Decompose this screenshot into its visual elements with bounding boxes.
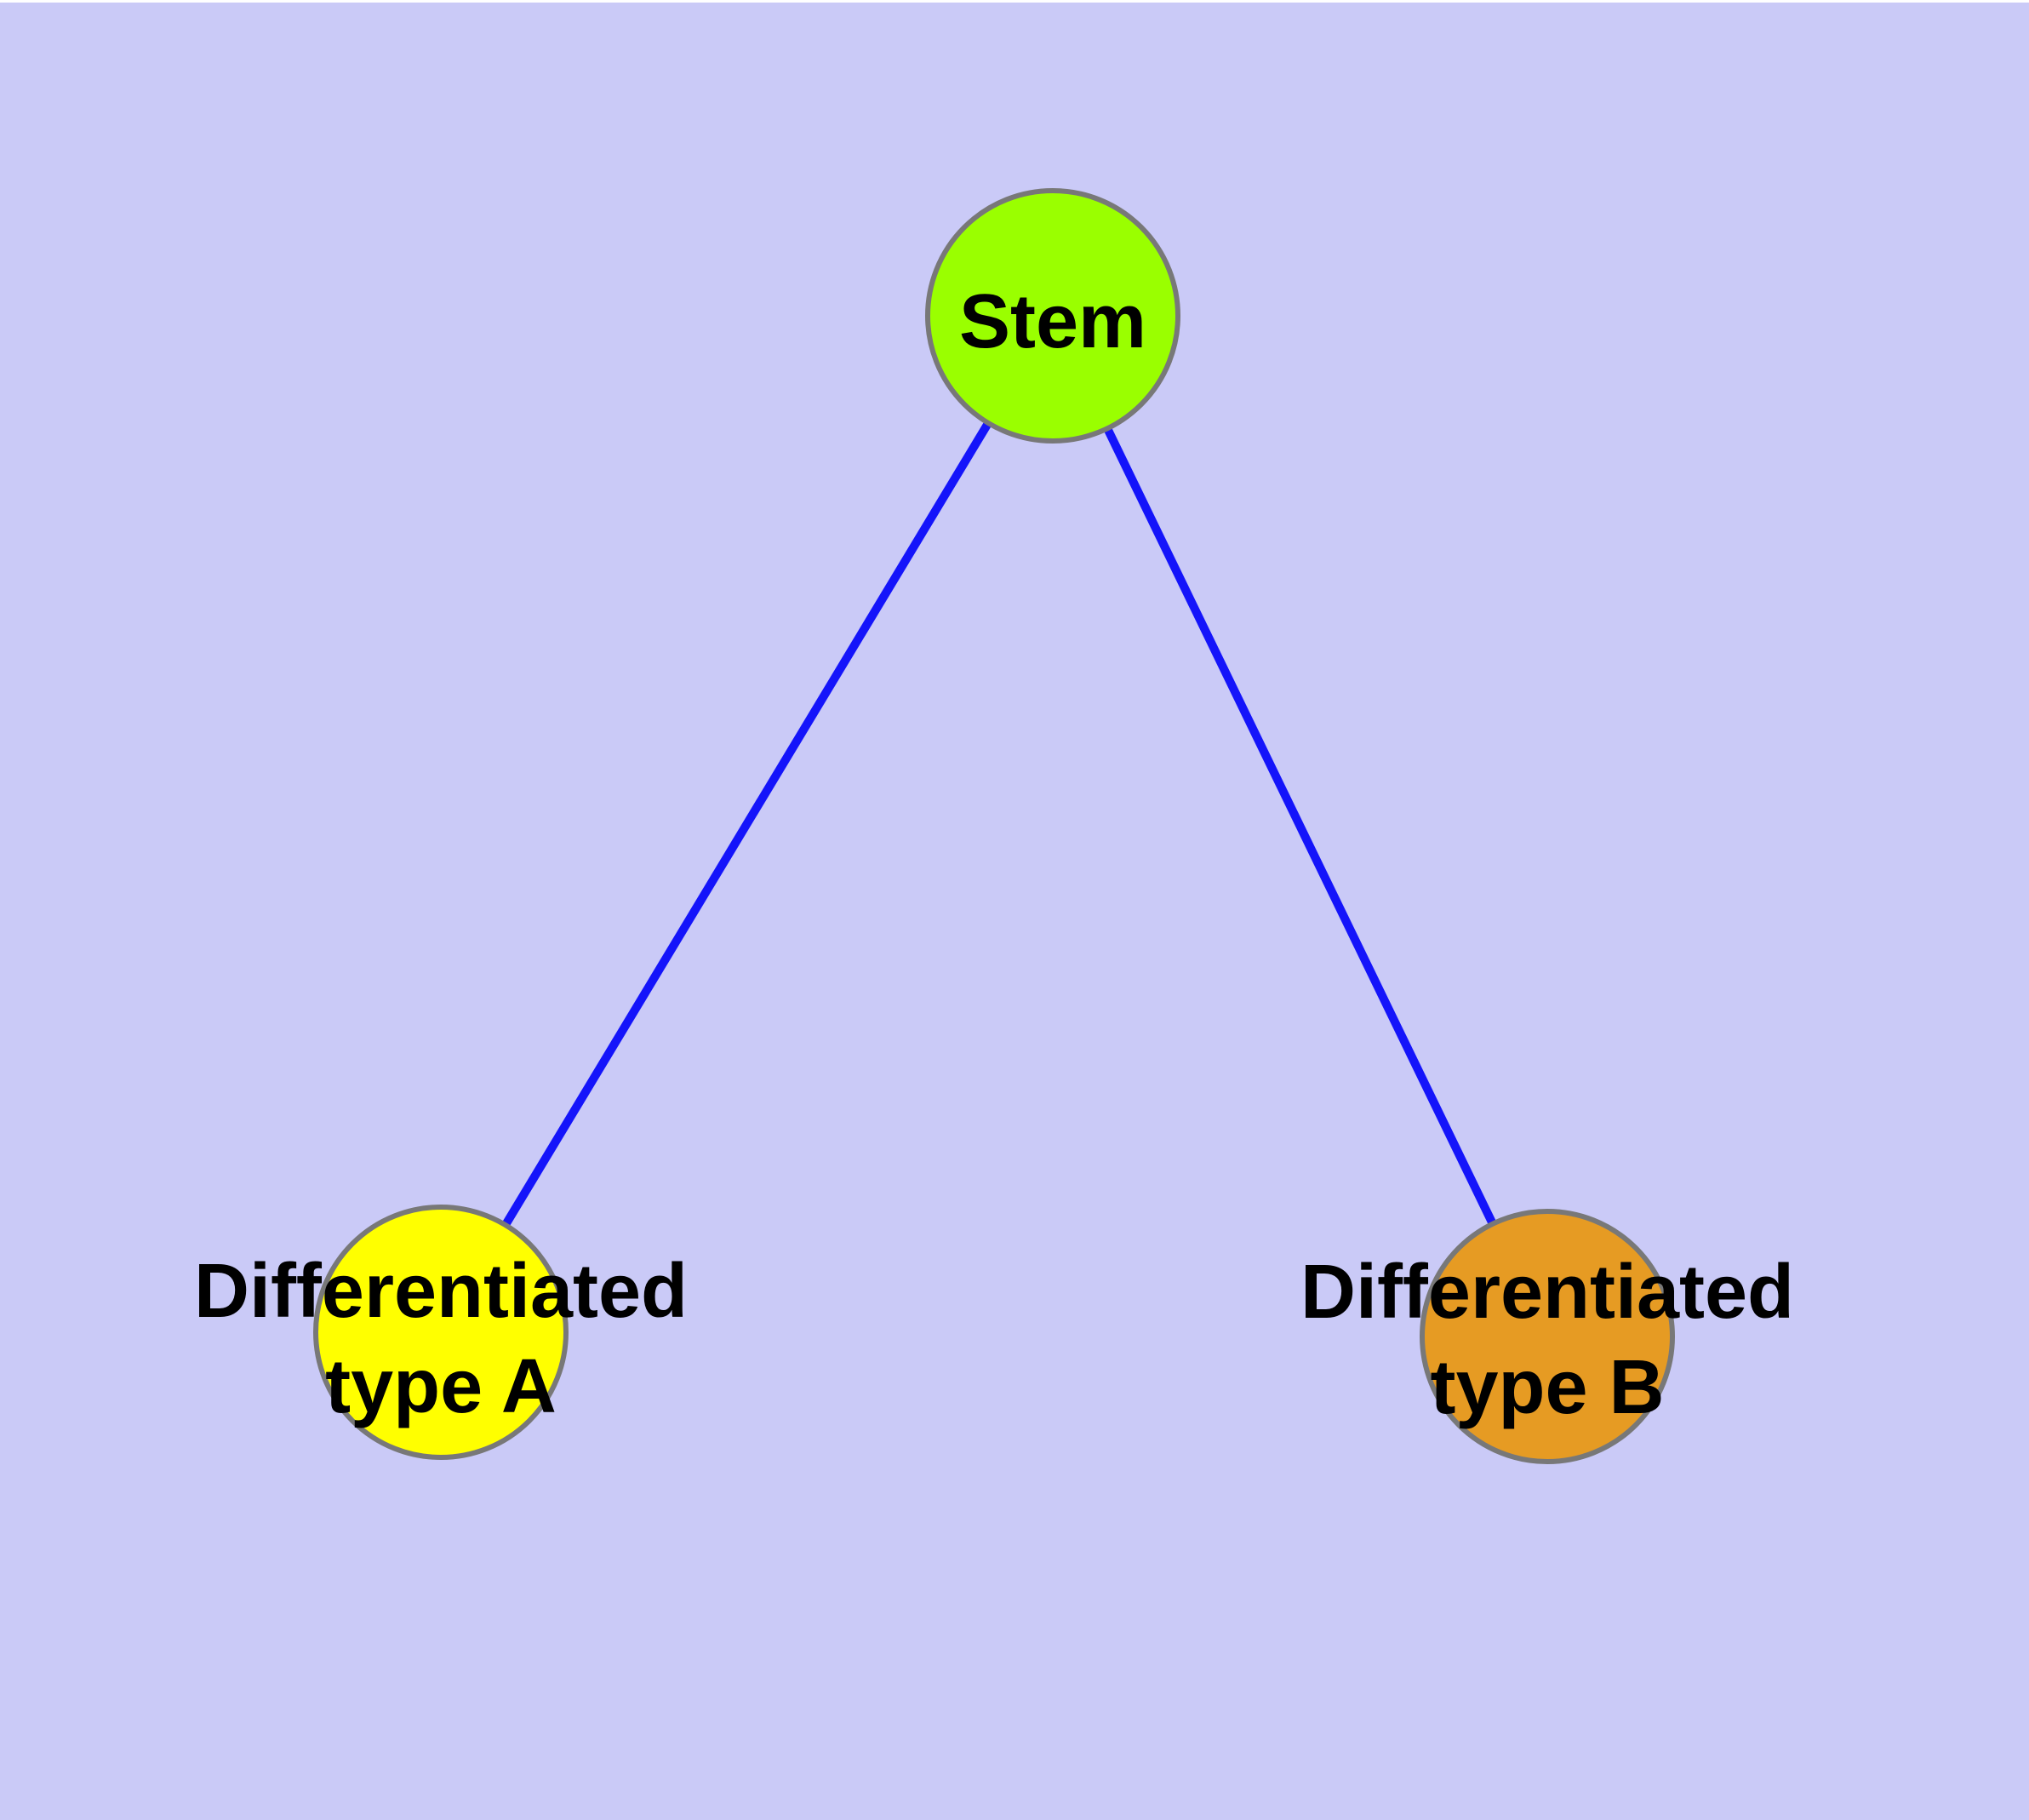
top-margin-strip	[0, 0, 2029, 3]
node-stem-label: Stem	[959, 279, 1146, 364]
node-type-b-label-line2: type B	[1430, 1345, 1664, 1430]
node-type-a-label-line1: Differentiated	[194, 1249, 688, 1334]
node-type-a-label-line2: type A	[325, 1344, 557, 1429]
node-differentiated-type-b[interactable]	[1420, 1209, 1675, 1464]
node-differentiated-type-a[interactable]	[313, 1205, 569, 1460]
node-stem[interactable]	[925, 188, 1180, 444]
edge-stem-to-type-b[interactable]	[1049, 313, 1552, 1339]
edge-stem-to-type-a[interactable]	[437, 313, 1057, 1335]
node-type-b-label-line1: Differentiated	[1300, 1250, 1794, 1335]
